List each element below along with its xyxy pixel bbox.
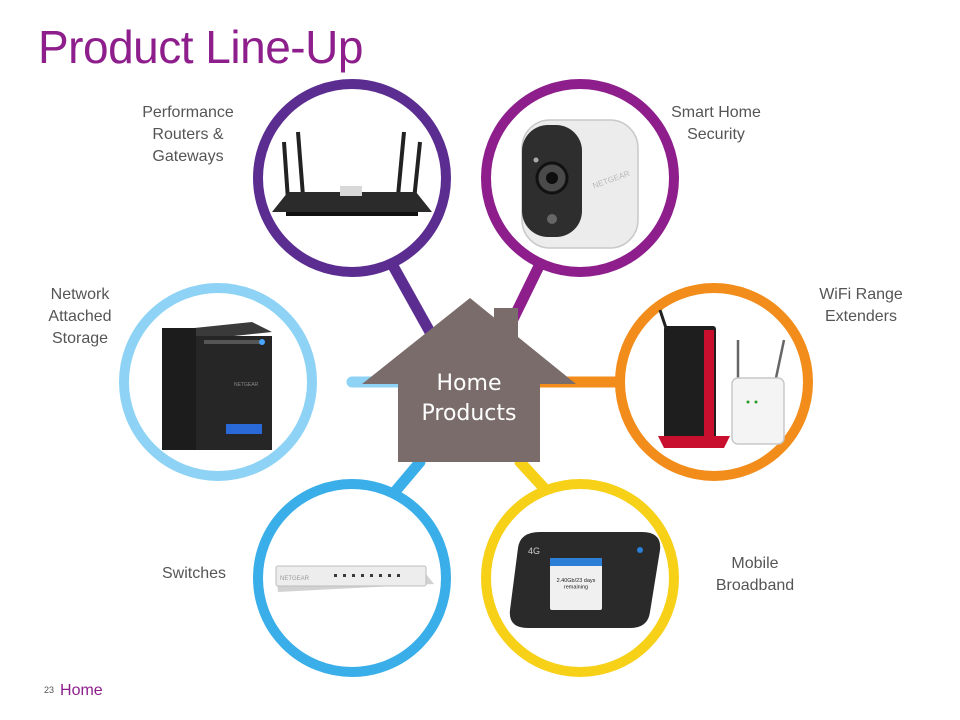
footer: 23 Home <box>44 682 103 700</box>
mobile-network: 4G <box>528 546 540 556</box>
nas-icon: NETGEAR <box>162 322 272 450</box>
label-nas: Network Attached Storage <box>48 286 112 347</box>
house-roof <box>362 298 576 384</box>
nas-brand: NETGEAR <box>234 382 259 388</box>
ring-wifi <box>615 283 813 481</box>
label-security: Smart Home Security <box>671 104 761 143</box>
router-icon <box>272 131 432 216</box>
range-extender-icon <box>658 309 786 448</box>
footer-section: Home <box>60 682 103 699</box>
ring-switches: NETGEAR <box>253 479 451 677</box>
hub-label-line2: Products <box>422 401 517 426</box>
house-body <box>398 382 540 462</box>
label-wifi: WiFi Range Extenders <box>819 286 903 325</box>
switch-brand: NETGEAR <box>280 576 310 582</box>
label-mobile: Mobile Broadband <box>715 555 795 594</box>
home-products-hub: Home Products <box>362 298 576 462</box>
page-number: 23 <box>44 685 55 695</box>
ring-routers <box>253 79 451 277</box>
page-title: Product Line-Up <box>38 21 363 73</box>
ring-security: NETGEAR <box>481 79 679 277</box>
hub-label-line1: Home <box>437 371 502 396</box>
security-camera-icon: NETGEAR <box>521 119 639 249</box>
ring-nas: NETGEAR <box>119 283 317 481</box>
label-routers: Performance Routers & Gateways <box>142 104 234 165</box>
switch-icon: NETGEAR <box>275 565 434 592</box>
label-switches: Switches <box>161 565 227 582</box>
